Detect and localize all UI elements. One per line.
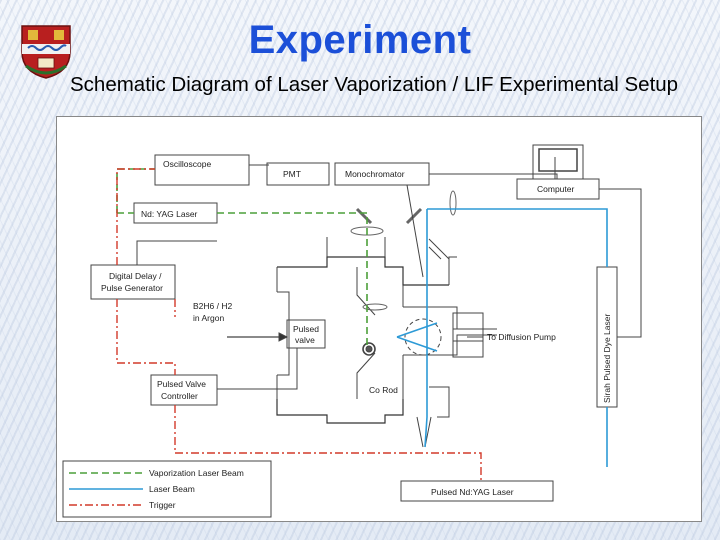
pulsed-ndyag-label: Pulsed Nd:YAG Laser	[431, 487, 514, 497]
pulsed-ndyag-box	[400, 480, 554, 502]
gas-label-line2: in Argon	[193, 313, 224, 323]
ndyag-laser-label: Nd: YAG Laser	[141, 209, 198, 219]
legend-label-trigger: Trigger	[149, 500, 176, 510]
university-crest-logo	[21, 25, 71, 79]
schematic-svg: Oscilloscope PMT Monochromator Computer …	[62, 144, 642, 518]
pmt-label: PMT	[283, 169, 301, 179]
digital-delay-box	[90, 264, 176, 300]
oscilloscope-box	[154, 154, 250, 186]
legend: Vaporization Laser Beam Laser Beam Trigg…	[62, 460, 272, 518]
co-rod-label: Co Rod	[369, 385, 398, 395]
pmt-box	[266, 162, 330, 186]
valve-controller-label-line2: Controller	[161, 391, 198, 401]
valve-controller-label-line1: Pulsed Valve	[157, 379, 206, 389]
digital-delay-label: Digital Delay /	[109, 271, 162, 281]
schematic-diagram: Oscilloscope PMT Monochromator Computer …	[56, 116, 702, 522]
diffusion-pump-label: To Diffusion Pump	[487, 332, 556, 342]
co-rod-icon	[362, 342, 376, 356]
pulsed-valve-label-line1: Pulsed	[293, 324, 319, 334]
pulsed-valve-controller-box	[150, 374, 218, 406]
pulsed-valve-label-line2: valve	[295, 335, 315, 345]
computer-label: Computer	[537, 184, 574, 194]
dye-laser-label: Sirah Pulsed Dye Laser	[602, 314, 612, 403]
legend-label-vaporization: Vaporization Laser Beam	[149, 468, 244, 478]
pulsed-valve-box	[286, 319, 326, 349]
mirror-icon	[355, 207, 373, 225]
legend-label-laser: Laser Beam	[149, 484, 195, 494]
gas-label-line1: B2H6 / H2	[193, 301, 232, 311]
monochromator-label: Monochromator	[345, 169, 405, 179]
oscilloscope-label: Oscilloscope	[163, 159, 211, 169]
slide-subtitle: Schematic Diagram of Laser Vaporization …	[70, 73, 679, 96]
slide-title: Experiment	[248, 18, 472, 62]
pulse-generator-label: Pulse Generator	[101, 283, 163, 293]
computer-monitor	[532, 144, 584, 180]
